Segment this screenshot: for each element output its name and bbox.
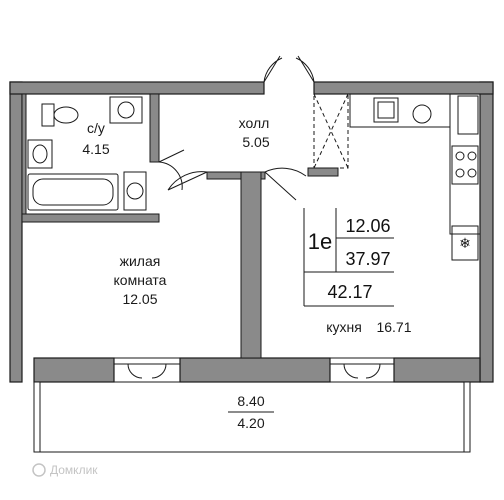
living-name-line1: жилая — [120, 253, 161, 269]
balcony-reduced-area: 4.20 — [237, 415, 264, 431]
interior-walls — [21, 93, 339, 359]
hall-name: холл — [239, 115, 270, 131]
apartment-type: 1е — [308, 229, 332, 254]
hall-area: 5.05 — [242, 134, 269, 150]
bathroom-name: с/у — [87, 120, 105, 136]
doors — [158, 55, 349, 201]
apartment-info-box: 1е 12.06 37.97 42.17 — [303, 208, 394, 307]
kitchen-fixtures: ❄ — [349, 93, 481, 261]
kitchen-sink-icon — [373, 97, 399, 123]
kitchen-area: 16.71 — [376, 319, 411, 335]
domclick-logo-icon — [32, 463, 46, 477]
watermark: Домклик — [32, 463, 98, 477]
bathtub-icon — [27, 173, 119, 211]
bathroom-fixtures — [27, 96, 147, 211]
bathroom-area: 4.15 — [82, 141, 109, 157]
washing-machine-icon — [123, 171, 147, 211]
toilet-icon — [41, 103, 55, 127]
windows — [33, 357, 471, 453]
dishes-icon — [412, 104, 432, 124]
living-area-total: 12.06 — [345, 216, 390, 236]
area-without-balcony: 37.97 — [345, 249, 390, 269]
sink-icon — [109, 96, 143, 124]
fridge-icon — [451, 225, 479, 261]
kitchen-name: кухня — [326, 319, 362, 335]
balcony-area: 8.40 — [237, 393, 264, 409]
exterior-walls — [9, 81, 494, 383]
total-area: 42.17 — [327, 282, 372, 302]
watermark-text: Домклик — [50, 463, 98, 477]
svg-text:❄: ❄ — [459, 236, 471, 252]
living-name-line2: комната — [114, 272, 167, 288]
stove-icon — [451, 145, 479, 185]
living-area: 12.05 — [122, 291, 157, 307]
washbasin-icon — [27, 139, 53, 169]
